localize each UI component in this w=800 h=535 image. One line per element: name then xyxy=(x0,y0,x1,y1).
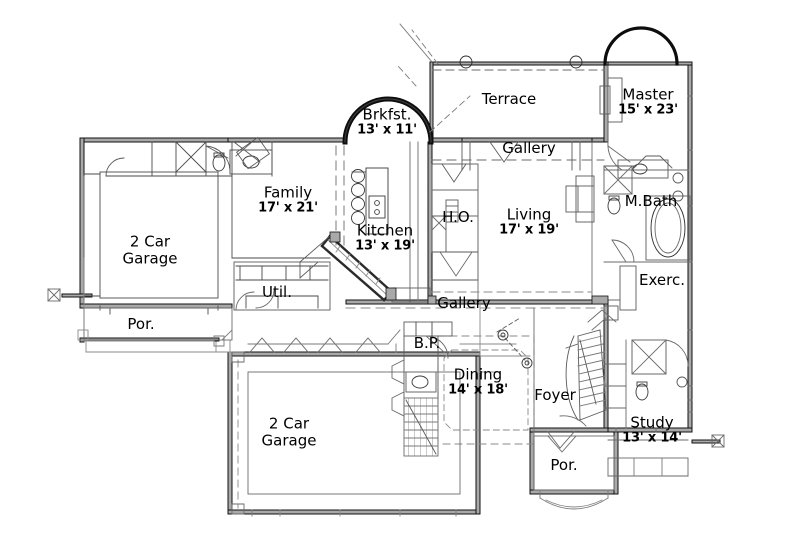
interior-linework xyxy=(47,23,725,517)
interior-bearing-walls xyxy=(329,231,609,305)
plan-geometry xyxy=(47,23,725,517)
arch-walls xyxy=(342,26,679,145)
